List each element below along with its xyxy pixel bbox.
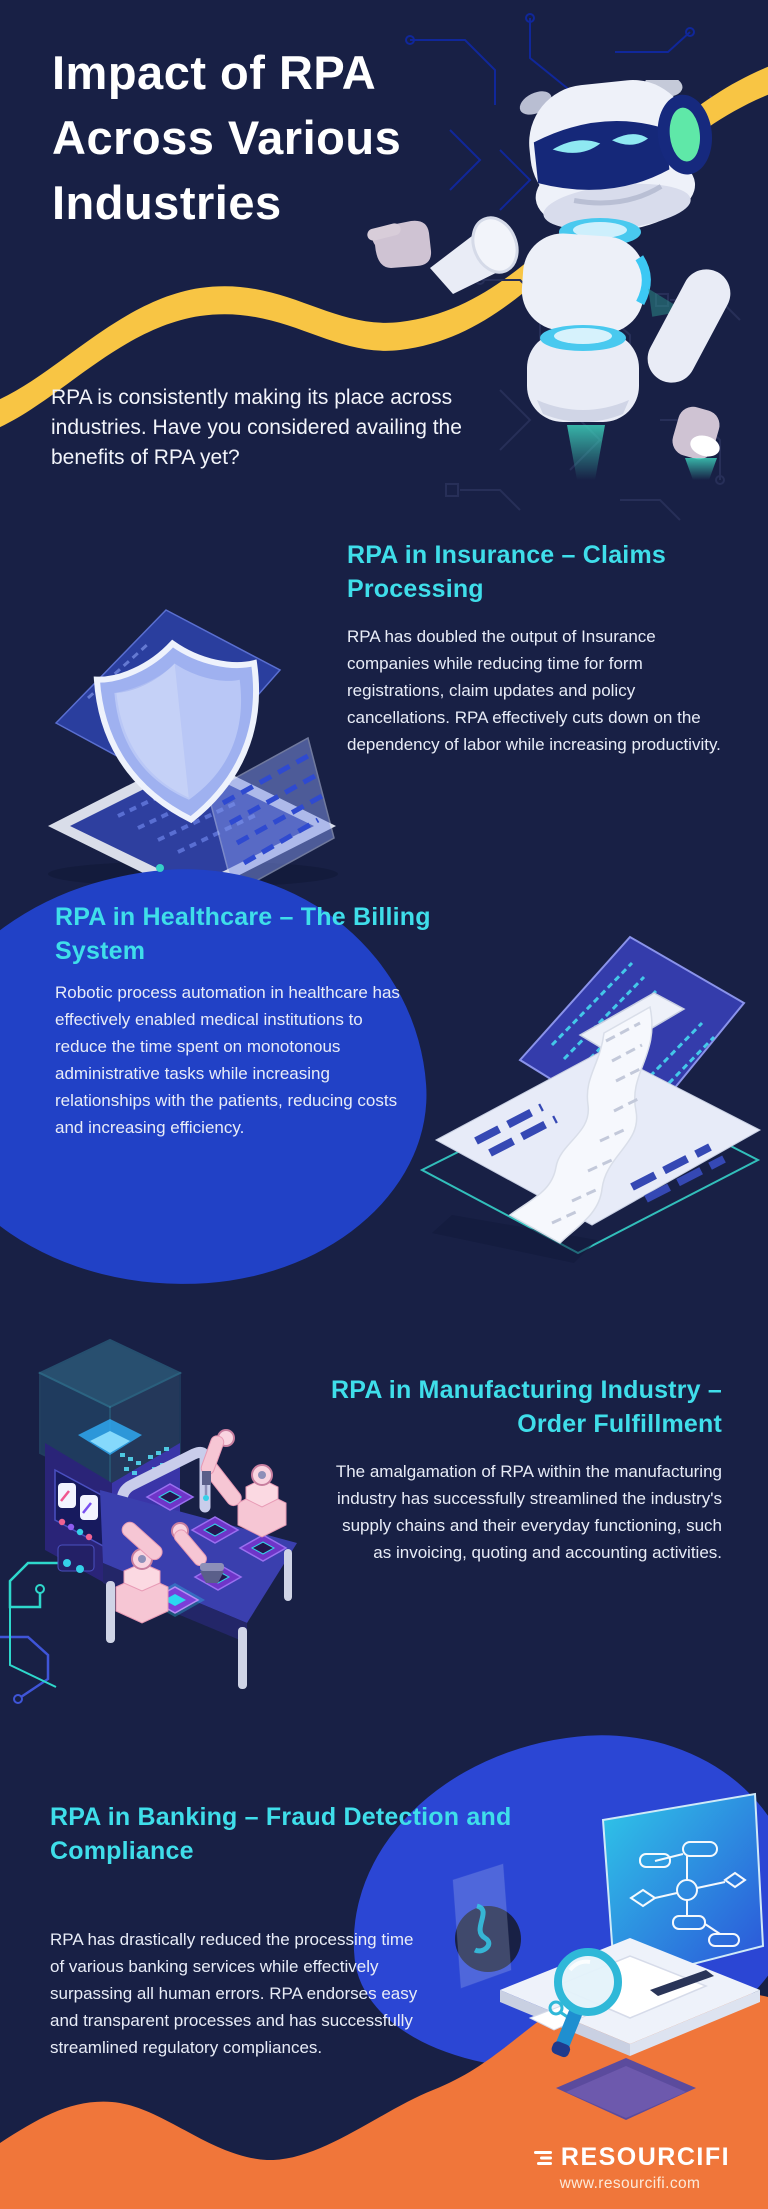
robot-mascot-icon	[367, 80, 731, 480]
healthcare-billing-laptop-icon	[419, 935, 762, 1263]
robot-pointing-arm	[367, 216, 519, 294]
footer: RESOURCIFI www.resourcifi.com	[480, 2143, 768, 2193]
brand-name: RESOURCIFI	[560, 2143, 731, 2171]
magnifier-icon	[551, 1948, 622, 2058]
section-body-insurance: RPA has doubled the output of Insurance …	[347, 627, 721, 754]
robot-arm-icon	[200, 1429, 287, 1538]
section-title-healthcare: RPA in Healthcare – The Billing System	[55, 903, 431, 965]
intro-paragraph: RPA is consistently making its place acr…	[51, 386, 462, 469]
neon-circuit-lines	[0, 1561, 58, 1704]
shield-icon	[93, 639, 259, 824]
robot-hip	[527, 325, 639, 422]
banking-flowchart-screen-icon	[452, 1792, 765, 1989]
robot-arm-icon	[115, 1521, 224, 1624]
speed-lines-icon	[533, 2150, 552, 2165]
insurance-laptop-shield-icon	[48, 609, 338, 888]
thruster-glow-icon	[567, 425, 605, 480]
robot-head	[519, 80, 713, 232]
section-title-insurance: RPA in Insurance – Claims Processing	[347, 541, 666, 603]
manufacturing-assembly-icon	[0, 1338, 297, 1704]
orange-footer-wave	[0, 1986, 768, 2209]
flowchart-icon	[629, 1841, 747, 1947]
section-title-manufacturing: RPA in Manufacturing Industry – Order Fu…	[331, 1376, 722, 1438]
section-title-banking: RPA in Banking – Fraud Detection and Com…	[50, 1803, 512, 1865]
gauge-panel	[58, 1483, 98, 1541]
decor-dot-icon	[156, 864, 164, 872]
section-body-manufacturing: The amalgamation of RPA within the manuf…	[335, 1462, 722, 1562]
robot-right-limb	[647, 269, 731, 460]
section-body-banking: RPA has drastically reduced the processi…	[50, 1930, 418, 2057]
currency-squiggle-icon	[473, 1903, 492, 1954]
page-title: Impact of RPA Across Various Industries	[52, 46, 402, 229]
brand-website: www.resourcifi.com	[559, 2175, 701, 2192]
section-body-healthcare: Robotic process automation in healthcare…	[55, 983, 400, 1137]
fraud-detection-magnifier-icon	[500, 1938, 760, 2120]
